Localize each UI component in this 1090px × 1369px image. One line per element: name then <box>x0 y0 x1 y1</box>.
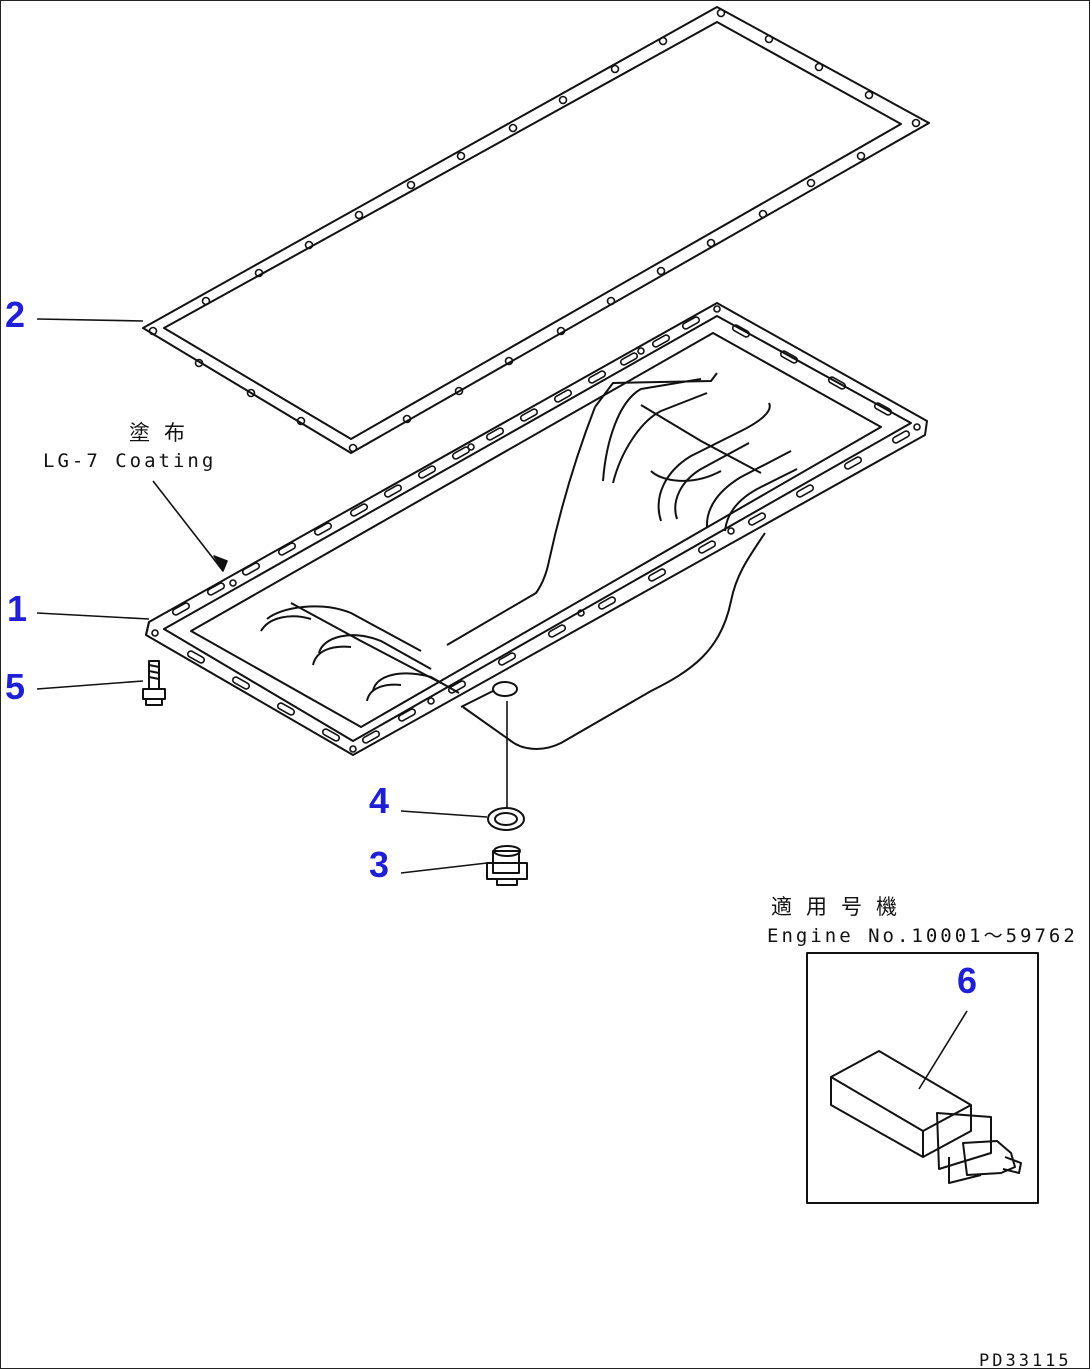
coating-note-jp: 塗布 <box>129 421 199 445</box>
oil-pan-drawing <box>145 302 928 756</box>
gasket-bolt-holes <box>148 8 921 453</box>
flange-bolt-drawing <box>142 660 166 706</box>
leader-lines <box>36 318 968 1090</box>
drain-plug-drawing <box>486 807 528 886</box>
oil-pan-flange-slots <box>171 316 911 744</box>
drawing-code: PD33115 <box>979 1351 1072 1369</box>
callout-4: 4 <box>369 780 390 821</box>
oil-pan-bolt-holes <box>151 305 921 753</box>
callout-1: 1 <box>7 588 28 629</box>
callout-6: 6 <box>957 960 978 1001</box>
gasket-drawing <box>142 6 930 454</box>
applicable-note-jp: 適用号機 <box>771 895 911 919</box>
callout-3: 3 <box>369 844 390 885</box>
callout-2: 2 <box>5 294 26 335</box>
inset-detail-box <box>806 952 1039 1204</box>
applicable-note: Engine No.10001～59762 <box>767 925 1078 947</box>
coating-note: LG-7 Coating <box>43 450 217 472</box>
callout-5: 5 <box>5 666 26 707</box>
